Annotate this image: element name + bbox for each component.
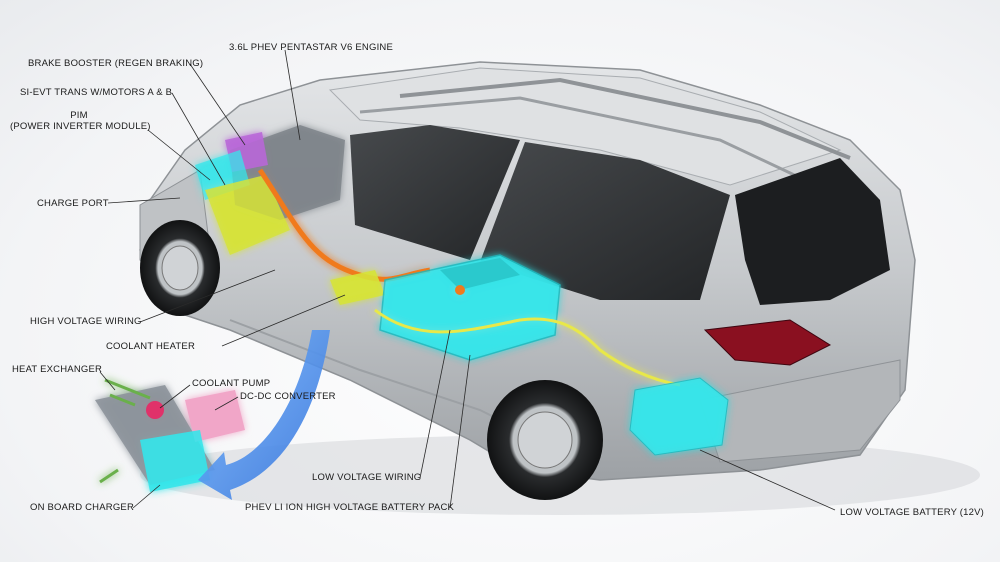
leader-onboard-charger — [132, 484, 161, 509]
inset-components — [95, 378, 245, 492]
roof-rail — [399, 77, 851, 160]
leader-brake-booster — [189, 63, 246, 146]
battery-service-plug — [455, 285, 465, 295]
leader-coolant-heater — [221, 294, 346, 347]
label-dcdc: DC-DC CONVERTER — [240, 391, 336, 402]
callout-arrow — [198, 330, 330, 500]
coolant-pump — [146, 401, 164, 419]
leader-dcdc — [214, 396, 239, 411]
label-pim: PIM (POWER INVERTER MODULE) — [10, 110, 151, 132]
label-lv-wiring: LOW VOLTAGE WIRING — [312, 472, 422, 483]
transmission — [205, 175, 290, 255]
leader-lv-battery — [699, 449, 836, 511]
leader-coolant-pump — [159, 384, 191, 409]
leader-engine — [284, 49, 301, 141]
rear-wheel — [487, 380, 603, 500]
rear-window — [480, 142, 730, 300]
label-trans: SI-EVT TRANS W/MOTORS A & B — [20, 87, 173, 98]
leader-battery-pack — [449, 354, 471, 509]
lv-wiring — [374, 308, 681, 387]
hv-battery-pack — [379, 254, 561, 361]
roof-panel — [328, 67, 842, 186]
label-brake-booster: BRAKE BOOSTER (REGEN BRAKING) — [28, 58, 204, 69]
roof-rail — [359, 96, 806, 182]
label-engine: 3.6L PHEV PENTASTAR V6 ENGINE — [229, 42, 394, 53]
inset-coolant-lines — [99, 378, 151, 484]
label-coolant-heater: COOLANT HEATER — [106, 341, 196, 352]
label-pim-line2: (POWER INVERTER MODULE) — [10, 121, 151, 132]
leader-lv-wiring — [419, 329, 451, 479]
label-charge-port: CHARGE PORT — [37, 198, 109, 209]
leader-pim — [147, 129, 211, 181]
liftgate-window — [735, 158, 890, 305]
battery-pack-top — [440, 258, 520, 290]
onboard-charger — [140, 430, 210, 492]
leader-heat-exchanger — [99, 371, 116, 391]
front-window — [350, 125, 520, 260]
label-coolant-pump: COOLANT PUMP — [192, 378, 271, 389]
coolant-heater — [330, 270, 385, 305]
leader-lines — [99, 49, 836, 511]
label-heat-exchanger: HEAT EXCHANGER — [12, 364, 103, 375]
label-battery-pack: PHEV LI ION HIGH VOLTAGE BATTERY PACK — [245, 502, 455, 513]
rear-bumper — [699, 359, 901, 463]
leader-hv-wiring — [139, 269, 276, 323]
label-lv-battery: LOW VOLTAGE BATTERY (12V) — [840, 507, 985, 518]
lv-battery — [629, 377, 729, 456]
tail-lamp — [703, 319, 832, 366]
front-wheel — [140, 220, 220, 316]
leader-trans — [171, 92, 226, 186]
dcdc-converter — [185, 390, 245, 442]
label-hv-wiring: HIGH VOLTAGE WIRING — [30, 316, 142, 327]
label-onboard-charger: ON BOARD CHARGER — [30, 502, 135, 513]
label-pim-line1: PIM — [70, 110, 88, 121]
leader-charge-port — [107, 197, 181, 204]
